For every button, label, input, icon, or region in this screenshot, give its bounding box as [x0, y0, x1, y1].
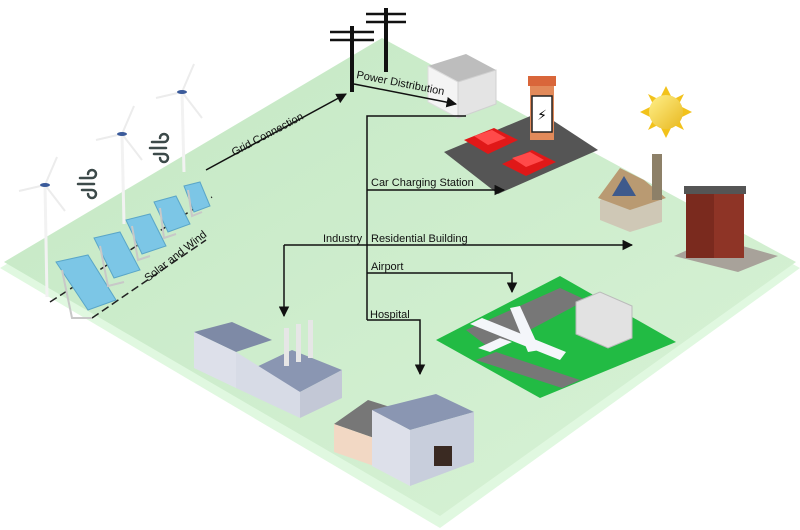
- power-pole-icon: [366, 8, 406, 72]
- wind-icon: [148, 132, 170, 164]
- label-airport: Airport: [371, 261, 403, 273]
- hospital-arrow: [367, 319, 426, 376]
- hospital-icon: [334, 394, 474, 486]
- residential-house-icon: [598, 154, 666, 232]
- airport-icon: [436, 276, 676, 398]
- label-industry: Industry: [323, 233, 363, 245]
- sun-icon: [640, 86, 692, 138]
- solar-panel-icon: [93, 231, 141, 288]
- wind-icon: [76, 168, 98, 200]
- car-icon: [502, 150, 556, 176]
- label-hospital: Hospital: [370, 309, 410, 321]
- solar-panel-icon: [183, 181, 211, 218]
- solar-panel-icon: [153, 195, 191, 240]
- wind-turbine-icon: [95, 105, 143, 225]
- connection-lines: [205, 83, 634, 376]
- wind-turbine-icon: [155, 63, 203, 173]
- solar-panels: [49, 181, 213, 319]
- apartment-building-icon: [674, 186, 778, 272]
- wind-turbines: [18, 63, 203, 298]
- label-car-charging: Car Charging Station: [371, 177, 474, 189]
- ground-platform: [0, 38, 800, 528]
- distribution-bus: [366, 115, 466, 320]
- wind-turbine-icon: [18, 156, 66, 298]
- grid-connection-arrow: [205, 93, 347, 171]
- power-distribution-arrow: [353, 83, 458, 108]
- airport-arrow: [367, 272, 518, 294]
- solar-panel-icon: [55, 254, 117, 319]
- car-charging-station-icon: ⚡: [444, 76, 598, 194]
- power-pole-icon: [330, 26, 374, 92]
- airplane-icon: [470, 306, 566, 360]
- factory-icon: [194, 320, 342, 418]
- power-poles: [330, 8, 406, 92]
- label-residential: Residential Building: [371, 233, 468, 245]
- lightning-icon: ⚡: [537, 108, 547, 124]
- solar-panel-icon: [125, 213, 167, 262]
- car-icon: [464, 128, 518, 154]
- transformer-icon: [427, 54, 497, 119]
